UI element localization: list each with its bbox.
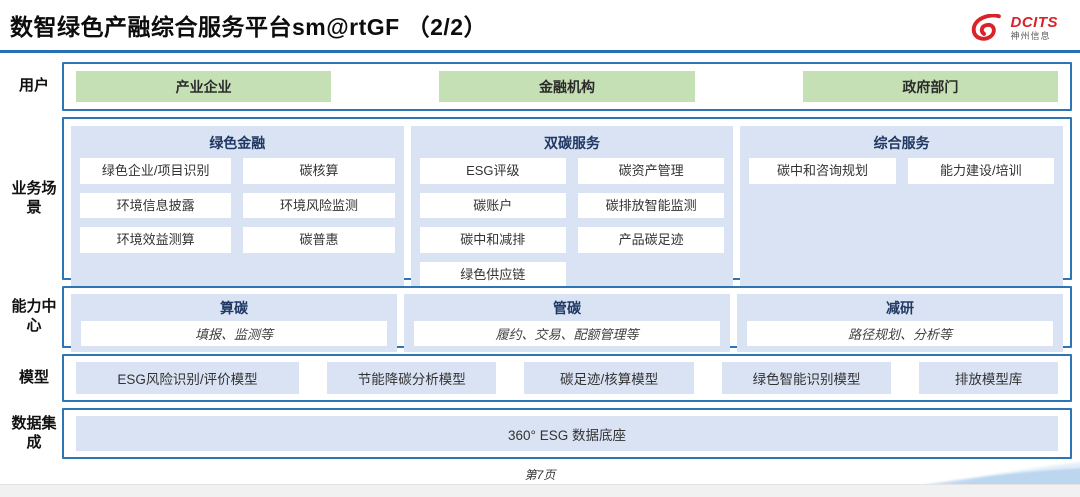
panel-title: 双碳服务 xyxy=(543,135,600,151)
scenario-item: 碳普惠 xyxy=(243,227,395,253)
dcits-swirl-icon xyxy=(971,14,1001,41)
user-box: 金融机构 xyxy=(439,71,695,102)
scenario-item: 碳资产管理 xyxy=(577,158,725,184)
bottom-strip xyxy=(0,484,1080,497)
row-label-users: 用户 xyxy=(18,77,49,95)
scenario-item: 能力建设/培训 xyxy=(907,158,1054,184)
scenarios-row: 绿色金融 绿色企业/项目识别 碳核算 环境信息披露 环境风险监测 环境效益测算 … xyxy=(62,117,1072,296)
user-box: 政府部门 xyxy=(802,71,1058,102)
data-foundation-box: 360° ESG 数据底座 xyxy=(76,416,1058,451)
scenario-item: 碳核算 xyxy=(243,158,395,184)
capability-subtitle: 填报、监测等 xyxy=(81,321,387,346)
capability-reduce-research: 减研 路径规划、分析等 xyxy=(737,294,1063,352)
scenario-item: ESG评级 xyxy=(419,158,566,184)
scenario-item: 环境信息披露 xyxy=(80,192,232,219)
capability-manage-carbon: 管碳 履约、交易、配额管理等 xyxy=(404,294,730,352)
model-box: 绿色智能识别模型 xyxy=(721,362,892,394)
panel-title: 绿色金融 xyxy=(209,135,266,151)
capability-row: 算碳 填报、监测等 管碳 履约、交易、配额管理等 减研 路径规划、分析等 xyxy=(62,286,1072,352)
capability-subtitle: 履约、交易、配额管理等 xyxy=(414,321,720,346)
page-number: 第7页 xyxy=(524,468,556,482)
scenario-item: 绿色供应链 xyxy=(419,261,566,288)
capability-subtitle: 路径规划、分析等 xyxy=(747,321,1053,346)
row-label-data-integration: 数据集成 xyxy=(11,414,57,451)
model-box: 碳足迹/核算模型 xyxy=(524,362,694,394)
panel-green-finance: 绿色金融 绿色企业/项目识别 碳核算 环境信息披露 环境风险监测 环境效益测算 … xyxy=(71,126,404,296)
scenario-item: 碳账户 xyxy=(419,192,566,219)
dcits-logo: DCITS 神州信息 xyxy=(968,14,1059,42)
capability-title: 管碳 xyxy=(553,300,581,316)
data-integration-row: 360° ESG 数据底座 xyxy=(62,408,1072,459)
architecture-diagram: 用户 产业企业 金融机构 政府部门 业务场景 绿色金融 绿色企业/项目识别 碳核… xyxy=(6,62,1072,459)
capability-title: 减研 xyxy=(886,300,914,316)
row-label-capabilities: 能力中心 xyxy=(11,298,57,334)
title-divider xyxy=(0,50,1080,53)
users-row: 产业企业 金融机构 政府部门 xyxy=(62,62,1072,111)
scenario-item: 环境风险监测 xyxy=(243,192,395,219)
scenario-item: 产品碳足迹 xyxy=(577,227,725,253)
panel-dual-carbon: 双碳服务 ESG评级 碳资产管理 碳账户 碳排放智能监测 碳中和减排 产品碳足迹… xyxy=(410,126,734,296)
scenario-item: 碳中和咨询规划 xyxy=(749,158,896,184)
capability-calc-carbon: 算碳 填报、监测等 xyxy=(71,294,397,352)
row-label-models: 模型 xyxy=(18,368,49,386)
model-box: ESG风险识别/评价模型 xyxy=(76,362,300,394)
model-box: 节能降碳分析模型 xyxy=(327,362,497,394)
capability-title: 算碳 xyxy=(220,300,248,316)
model-box: 排放模型库 xyxy=(919,362,1058,394)
logo-subtitle-text: 神州信息 xyxy=(1010,31,1051,41)
scenario-item: 绿色企业/项目识别 xyxy=(80,158,232,184)
header: 数智绿色产融综合服务平台sm@rtGF （2/2） DCITS 神州信息 xyxy=(0,0,1080,44)
scenario-item: 碳中和减排 xyxy=(419,227,566,253)
scenario-item: 碳排放智能监测 xyxy=(577,192,725,219)
scenario-item: 环境效益测算 xyxy=(80,227,232,253)
user-box: 产业企业 xyxy=(76,71,332,102)
panel-comprehensive-services: 综合服务 碳中和咨询规划 能力建设/培训 xyxy=(740,126,1063,296)
panel-title: 综合服务 xyxy=(873,135,930,151)
page-title: 数智绿色产融综合服务平台sm@rtGF （2/2） xyxy=(10,14,488,40)
models-row: ESG风险识别/评价模型 节能降碳分析模型 碳足迹/核算模型 绿色智能识别模型 … xyxy=(62,354,1072,402)
logo-brand-text: DCITS xyxy=(1010,14,1058,31)
row-label-scenarios: 业务场景 xyxy=(11,179,57,216)
